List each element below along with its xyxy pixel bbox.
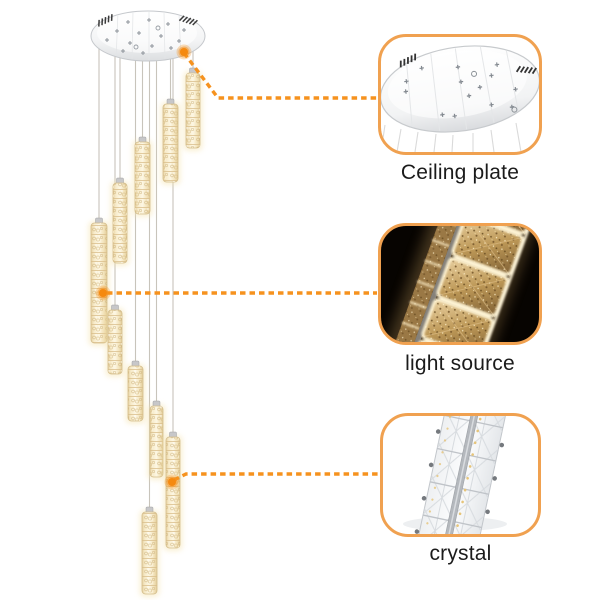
leader-line-crystal xyxy=(173,472,379,482)
plate-screws xyxy=(105,18,186,55)
pendant-bar xyxy=(125,360,146,424)
pendant-bar xyxy=(139,506,160,597)
crystal-marker xyxy=(164,474,180,490)
light-source-closeup-image xyxy=(381,226,539,342)
pendant-bar xyxy=(147,400,166,480)
plate-screws xyxy=(403,62,518,119)
pendant-bar xyxy=(132,136,153,217)
callout-label-ceiling-plate: Ceiling plate xyxy=(400,161,520,184)
callout-label-light-source: light source xyxy=(405,352,515,375)
leader-line-ceiling-plate xyxy=(182,51,377,100)
pendant-bar xyxy=(183,67,203,151)
crystal-closeup-image xyxy=(403,416,512,534)
pendant-bar xyxy=(163,431,183,551)
pendant-bar xyxy=(160,98,181,185)
plate-vent-right xyxy=(515,65,537,75)
leader-lines xyxy=(107,51,379,482)
callout-label-crystal: crystal xyxy=(429,542,492,565)
callout-card-ceiling-plate xyxy=(378,34,542,155)
pendant-bar xyxy=(110,177,130,266)
plate-vent-right xyxy=(178,15,198,26)
plate-vent-left xyxy=(399,53,417,68)
hanging-wires xyxy=(381,122,522,152)
pendant-bar xyxy=(88,217,110,346)
ceiling-plate-closeup-image xyxy=(381,45,539,152)
plate-vent-left xyxy=(98,14,113,27)
ceiling-plate-marker xyxy=(176,44,192,60)
pendant-bars xyxy=(88,48,203,597)
light-source-marker xyxy=(95,285,111,301)
ceiling-plate xyxy=(90,10,206,62)
pendant-bar xyxy=(105,304,125,377)
callout-card-crystal xyxy=(380,413,541,537)
callout-card-light-source xyxy=(378,223,542,345)
